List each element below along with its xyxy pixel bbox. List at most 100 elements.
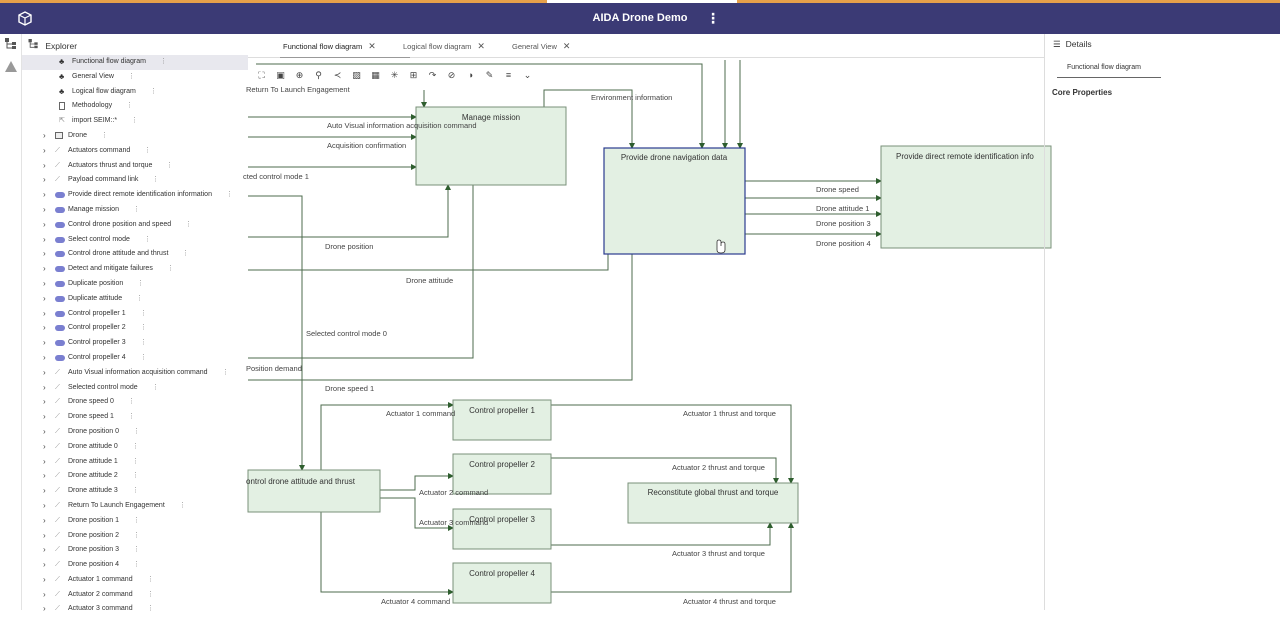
more-icon[interactable]: ⋮ xyxy=(179,501,186,509)
tree-item[interactable]: ›⟋Actuator 3 command⋮ xyxy=(22,602,248,617)
zoom-in-icon[interactable]: ⊕ xyxy=(295,70,304,80)
chevron-right-icon[interactable]: › xyxy=(43,219,46,229)
chevron-right-icon[interactable]: › xyxy=(43,130,46,140)
more-icon[interactable]: ⋮ xyxy=(140,324,147,332)
more-icon[interactable]: ⋮ xyxy=(133,516,140,524)
tree-item[interactable]: ›⟋Auto Visual information acquisition co… xyxy=(22,366,248,381)
more-icon[interactable]: ⋮ xyxy=(147,605,154,613)
chevron-right-icon[interactable]: › xyxy=(43,264,46,274)
node-remote-identification[interactable]: Provide direct remote identification inf… xyxy=(880,145,1052,249)
chevron-right-icon[interactable]: › xyxy=(43,308,46,318)
node-provide-drone-navigation-data[interactable]: Provide drone navigation data xyxy=(603,147,746,255)
tree-item[interactable]: ›⟋Drone position 2⋮ xyxy=(22,529,248,544)
more-icon[interactable]: ⋮ xyxy=(131,117,138,125)
more-icon[interactable]: ⋮ xyxy=(132,457,139,465)
tree-item[interactable]: ›⟋Drone attitude 3⋮ xyxy=(22,484,248,499)
tree-item[interactable]: ›⟋Drone position 1⋮ xyxy=(22,514,248,529)
tree-item[interactable]: ›⟋Drone speed 1⋮ xyxy=(22,410,248,425)
tree-item[interactable]: ›⟋Selected control mode⋮ xyxy=(22,381,248,396)
tree-item[interactable]: ›⟋Drone position 0⋮ xyxy=(22,425,248,440)
export-image-icon[interactable]: ▨ xyxy=(352,70,361,80)
tree-item[interactable]: ›⟋Drone position 3⋮ xyxy=(22,543,248,558)
filter-icon[interactable]: ≡ xyxy=(505,70,512,80)
node-control-propeller-3[interactable]: Control propeller 3 xyxy=(452,508,552,550)
chevron-right-icon[interactable]: › xyxy=(43,515,46,525)
chevron-right-icon[interactable]: › xyxy=(43,426,46,436)
more-icon[interactable]: ⋮ xyxy=(166,161,173,169)
tree-item[interactable]: ›⟋Drone speed 0⋮ xyxy=(22,395,248,410)
snap-icon[interactable]: ✳ xyxy=(390,70,399,80)
chevron-right-icon[interactable]: › xyxy=(43,278,46,288)
tab-functional-flow-diagram[interactable]: Functional flow diagram✕ xyxy=(283,41,376,52)
layout-icon[interactable]: ⊞ xyxy=(409,70,418,80)
app-menu-icon[interactable]: ⋮ xyxy=(706,10,720,26)
cube-logo-icon[interactable] xyxy=(16,10,34,28)
tree-item[interactable]: ›⟋Drone attitude 1⋮ xyxy=(22,455,248,470)
more-icon[interactable]: ⋮ xyxy=(128,413,135,421)
close-icon[interactable]: ✕ xyxy=(562,41,571,51)
more-icon[interactable]: ⋮ xyxy=(147,575,154,583)
chevron-right-icon[interactable]: › xyxy=(43,367,46,377)
chevron-right-icon[interactable]: › xyxy=(43,204,46,214)
tree-item[interactable]: ›⟋Drone position 4⋮ xyxy=(22,558,248,573)
chevron-right-icon[interactable]: › xyxy=(43,397,46,407)
tree-item[interactable]: ›⟋Drone attitude 2⋮ xyxy=(22,469,248,484)
hamburger-icon[interactable]: ☰ xyxy=(1053,39,1061,49)
more-icon[interactable]: ⋮ xyxy=(226,191,233,199)
chevron-right-icon[interactable]: › xyxy=(43,323,46,333)
arrange-icon[interactable]: ↷ xyxy=(428,70,437,80)
more-icon[interactable]: ⋮ xyxy=(144,146,151,154)
more-icon[interactable]: ⋮ xyxy=(128,72,135,80)
functional-flow-diagram[interactable]: Manage mission Provide drone navigation … xyxy=(243,58,1052,610)
tree-item[interactable]: ›Control drone position and speed⋮ xyxy=(22,218,248,233)
chevron-right-icon[interactable]: › xyxy=(43,249,46,259)
chevron-right-icon[interactable]: › xyxy=(43,145,46,155)
chevron-right-icon[interactable]: › xyxy=(43,545,46,555)
more-icon[interactable]: ⋮ xyxy=(133,205,140,213)
chevron-right-icon[interactable]: › xyxy=(43,604,46,614)
chevron-right-icon[interactable]: › xyxy=(43,589,46,599)
more-icon[interactable]: ⋮ xyxy=(133,561,140,569)
chevron-right-icon[interactable]: › xyxy=(43,574,46,584)
node-manage-mission[interactable]: Manage mission xyxy=(415,106,567,186)
more-icon[interactable]: ⋮ xyxy=(182,250,189,258)
more-icon[interactable]: ⋮ xyxy=(126,102,133,110)
more-icon[interactable]: ⋮ xyxy=(136,294,143,302)
tree-item[interactable]: ›⟋Payload command link⋮ xyxy=(22,173,248,188)
tree-item[interactable]: Methodology⋮ xyxy=(22,99,248,114)
tree-item[interactable]: ›Manage mission⋮ xyxy=(22,203,248,218)
tree-item[interactable]: ›Select control mode⋮ xyxy=(22,233,248,248)
chevron-right-icon[interactable]: › xyxy=(43,382,46,392)
more-icon[interactable]: ⋮ xyxy=(132,487,139,495)
tree-item[interactable]: ›⟋Actuators command⋮ xyxy=(22,144,248,159)
more-icon[interactable]: ⋮ xyxy=(101,131,108,139)
more-icon[interactable]: ⋮ xyxy=(222,368,229,376)
tree-item[interactable]: ›⟋Actuators thrust and torque⋮ xyxy=(22,159,248,174)
hide-icon[interactable]: ⊘ xyxy=(447,70,456,80)
tree-item[interactable]: ›Control propeller 1⋮ xyxy=(22,307,248,322)
tree-item[interactable]: ›Drone⋮ xyxy=(22,129,248,144)
more-icon[interactable]: ⋮ xyxy=(150,87,157,95)
details-tab[interactable]: Functional flow diagram xyxy=(1067,64,1141,71)
explorer-tree-icon[interactable] xyxy=(5,38,17,53)
node-control-propeller-1[interactable]: Control propeller 1 xyxy=(452,399,552,441)
more-icon[interactable]: ⋮ xyxy=(140,339,147,347)
tab-general-view[interactable]: General View✕ xyxy=(512,41,570,52)
warning-icon[interactable] xyxy=(5,61,17,75)
chevron-right-icon[interactable]: › xyxy=(43,175,46,185)
chevron-right-icon[interactable]: › xyxy=(43,441,46,451)
more-icon[interactable]: ⋮ xyxy=(132,442,139,450)
tree-item[interactable]: ›Duplicate attitude⋮ xyxy=(22,292,248,307)
more-icon[interactable]: ⋮ xyxy=(133,546,140,554)
tree-item[interactable]: ⇱import SEIM::*⋮ xyxy=(22,114,248,129)
node-control-propeller-4[interactable]: Control propeller 4 xyxy=(452,562,552,604)
close-icon[interactable]: ✕ xyxy=(368,41,376,51)
node-control-drone-attitude[interactable]: ontrol drone attitude and thrust xyxy=(246,469,381,513)
more-icon[interactable]: ⋮ xyxy=(152,176,159,184)
more-icon[interactable]: ⋮ xyxy=(147,590,154,598)
tree-item[interactable]: ›Control drone attitude and thrust⋮ xyxy=(22,247,248,262)
tree-item[interactable]: ›Duplicate position⋮ xyxy=(22,277,248,292)
grid-icon[interactable]: ▦ xyxy=(371,70,380,80)
chevron-right-icon[interactable]: › xyxy=(43,530,46,540)
more-icon[interactable]: ⋮ xyxy=(132,472,139,480)
